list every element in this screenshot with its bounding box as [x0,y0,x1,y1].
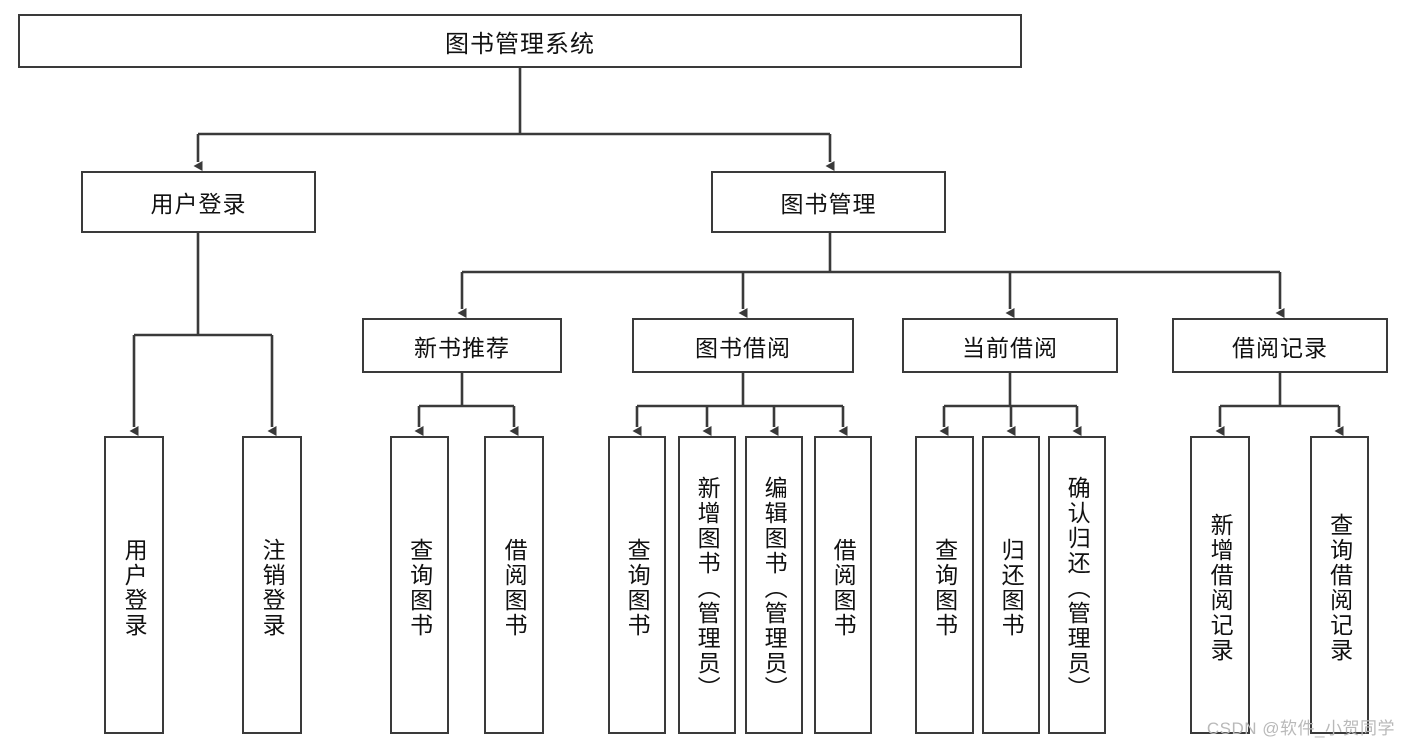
node-label-current-borrow: 当前借阅 [962,334,1058,361]
node-leaf-borrow-book-1[interactable]: 借阅图书 [484,436,544,734]
node-leaf-add-borrow-record[interactable]: 新增借阅记录 [1190,436,1250,734]
node-label-root: 图书管理系统 [445,30,595,58]
node-label-new-book-recommend: 新书推荐 [414,334,510,361]
node-label-leaf-borrow-book-2: 借阅图书 [830,538,857,638]
node-leaf-return-book[interactable]: 归还图书 [982,436,1040,734]
node-label-leaf-logout-login: 注销登录 [259,538,286,638]
node-user-login[interactable]: 用户登录 [81,171,316,233]
node-leaf-query-book-3[interactable]: 查询图书 [915,436,974,734]
node-label-leaf-query-book-3: 查询图书 [931,538,958,638]
node-leaf-edit-book-admin[interactable]: 编辑图书（管理员） [745,436,803,734]
node-leaf-query-book-1[interactable]: 查询图书 [390,436,449,734]
node-book-management[interactable]: 图书管理 [711,171,946,233]
node-label-leaf-query-borrow-record: 查询借阅记录 [1326,513,1353,663]
node-label-leaf-confirm-return-admin: 确认归还（管理员） [1064,475,1091,701]
node-leaf-query-borrow-record[interactable]: 查询借阅记录 [1310,436,1369,734]
node-leaf-borrow-book-2[interactable]: 借阅图书 [814,436,872,734]
node-label-leaf-add-borrow-record: 新增借阅记录 [1207,513,1234,663]
node-leaf-query-book-2[interactable]: 查询图书 [608,436,666,734]
node-label-borrow-record: 借阅记录 [1232,334,1328,361]
node-label-book-management: 图书管理 [780,191,877,217]
node-current-borrow[interactable]: 当前借阅 [902,318,1118,373]
node-label-leaf-user-login: 用户登录 [121,538,148,638]
node-label-user-login: 用户登录 [150,191,247,217]
node-leaf-confirm-return-admin[interactable]: 确认归还（管理员） [1048,436,1106,734]
node-label-leaf-query-book-1: 查询图书 [406,538,433,638]
node-root-system[interactable]: 图书管理系统 [18,14,1022,68]
node-leaf-add-book-admin[interactable]: 新增图书（管理员） [678,436,736,734]
node-label-leaf-query-book-2: 查询图书 [624,538,651,638]
node-label-book-borrow: 图书借阅 [695,334,791,361]
node-label-leaf-borrow-book-1: 借阅图书 [501,538,528,638]
node-borrow-record[interactable]: 借阅记录 [1172,318,1388,373]
node-leaf-logout-login[interactable]: 注销登录 [242,436,302,734]
node-label-leaf-add-book-admin: 新增图书（管理员） [694,475,721,701]
node-new-book-recommend[interactable]: 新书推荐 [362,318,562,373]
node-leaf-user-login[interactable]: 用户登录 [104,436,164,734]
node-label-leaf-return-book: 归还图书 [998,538,1025,638]
node-book-borrow[interactable]: 图书借阅 [632,318,854,373]
node-label-leaf-edit-book-admin: 编辑图书（管理员） [761,475,788,701]
